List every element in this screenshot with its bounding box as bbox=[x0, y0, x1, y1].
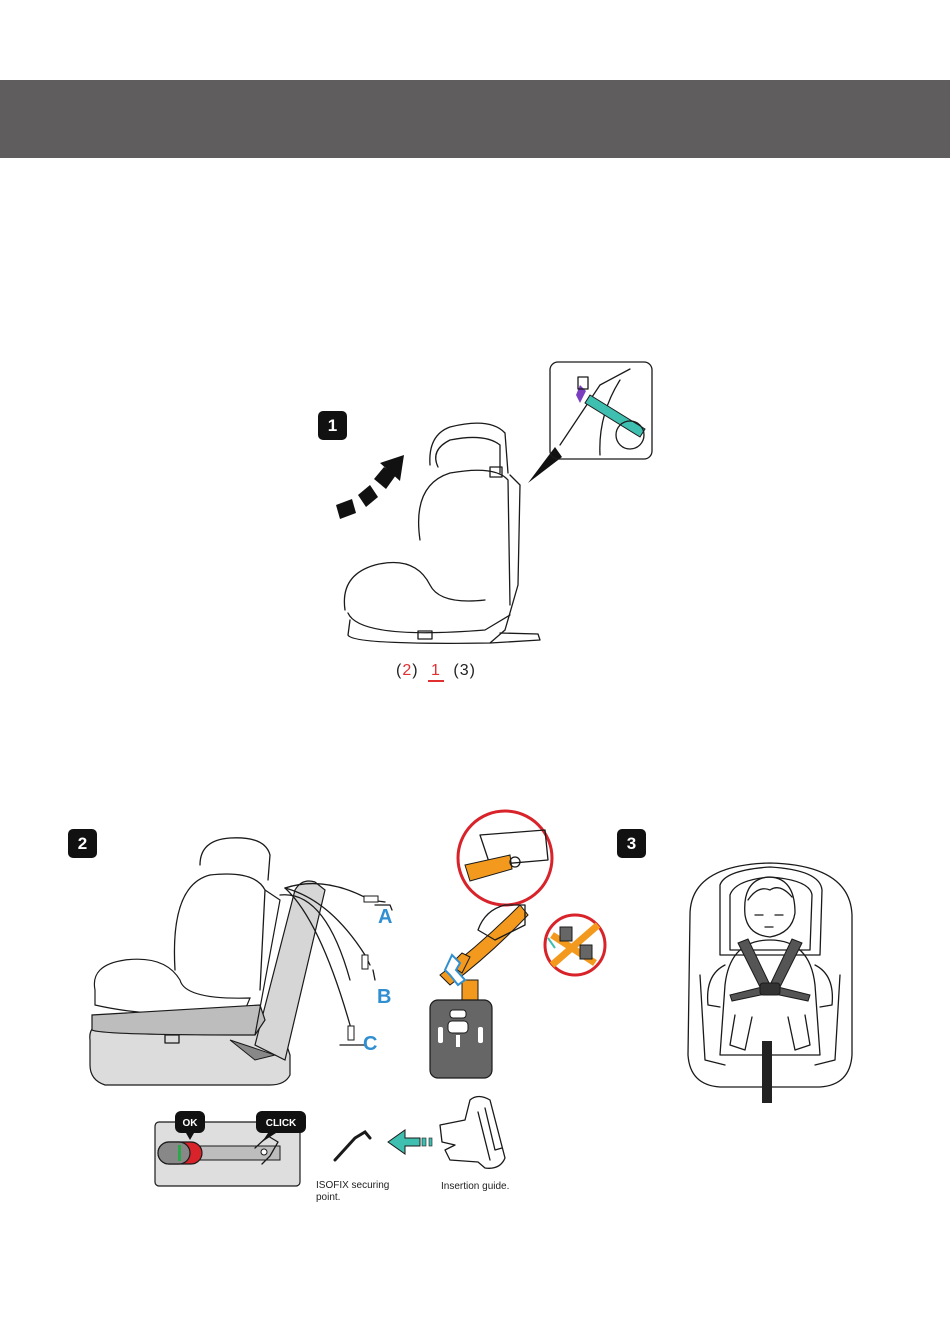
anchor-b-label: B bbox=[377, 986, 391, 1008]
position-1-label: 1 bbox=[428, 662, 444, 682]
position-3-label: 3 bbox=[460, 662, 470, 679]
step-3-badge: 3 bbox=[617, 829, 646, 858]
guide-caption: Insertion guide. bbox=[441, 1181, 509, 1193]
position-indicator: (2) 1 (3) bbox=[396, 662, 476, 682]
tether-detail-illustration bbox=[420, 805, 620, 1085]
anchor-c-label: C bbox=[363, 1033, 377, 1055]
step-3-child-seat-illustration bbox=[680, 855, 860, 1105]
anchor-labels: A B C bbox=[360, 900, 410, 1060]
position-2-label: 2 bbox=[402, 662, 412, 679]
header-bar bbox=[0, 80, 950, 158]
step-2-car-seat-illustration bbox=[80, 830, 400, 1090]
step-1-illustration bbox=[300, 355, 660, 655]
ok-tag: OK bbox=[183, 1118, 199, 1129]
click-tag: CLICK bbox=[266, 1118, 297, 1129]
isofix-caption: ISOFIX securing point. bbox=[316, 1180, 406, 1204]
anchor-a-label: A bbox=[378, 906, 392, 928]
rotate-arrow-icon bbox=[336, 455, 404, 519]
isofix-guide-illustration bbox=[330, 1090, 530, 1180]
isofix-indicator-illustration: OK CLICK bbox=[150, 1108, 310, 1190]
